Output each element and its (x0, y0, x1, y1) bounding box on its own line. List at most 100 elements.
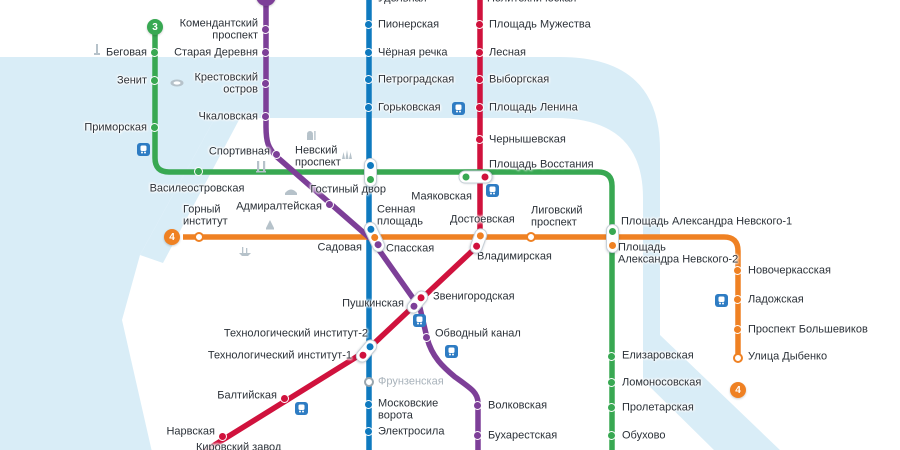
station-label[interactable]: Технологический институт-2 (223, 327, 368, 340)
stadium-icon (170, 77, 184, 95)
station-dot[interactable] (325, 200, 334, 209)
station-dot[interactable] (607, 403, 616, 412)
station-dot[interactable] (261, 112, 270, 121)
station-dot[interactable] (475, 75, 484, 84)
station-label[interactable]: Звенигородская (433, 290, 515, 303)
station-dot[interactable] (364, 400, 373, 409)
station-label[interactable]: Василеостровская (149, 182, 245, 195)
station-label[interactable]: Ломоносовская (622, 376, 702, 389)
station-label[interactable]: Обводный канал (435, 327, 521, 340)
station-dot[interactable] (364, 103, 373, 112)
station-label[interactable]: Спасская (386, 242, 435, 255)
station-label[interactable]: Пролетарская (622, 401, 694, 414)
station-dot[interactable] (261, 79, 270, 88)
station-dot[interactable] (364, 20, 373, 29)
station-label[interactable]: Владимирская (477, 250, 552, 263)
station-label[interactable]: Удельная (378, 0, 427, 5)
station-label[interactable]: Петроградская (378, 73, 455, 86)
station-dot[interactable] (218, 432, 227, 441)
station-dot[interactable] (150, 76, 159, 85)
station-dot[interactable] (607, 352, 616, 361)
station-label[interactable]: Балтийская (217, 389, 277, 402)
station-label[interactable]: Ладожская (748, 293, 804, 306)
station-dot[interactable] (364, 75, 373, 84)
station-label[interactable]: Чёрная речка (378, 46, 448, 59)
station-dot[interactable] (473, 431, 482, 440)
columns-icon (254, 160, 268, 178)
station-label[interactable]: Лесная (489, 46, 526, 59)
station-label[interactable]: Чкаловская (198, 110, 258, 123)
station-label[interactable]: Горьковская (378, 101, 441, 114)
station-label[interactable]: Новочеркасская (748, 264, 831, 277)
metro-line-3 (152, 34, 615, 450)
station-dot[interactable] (272, 150, 281, 159)
station-label[interactable]: Бухарестская (488, 429, 558, 442)
station-dot[interactable] (733, 353, 743, 363)
station-dot[interactable] (422, 333, 431, 342)
station-dot[interactable] (194, 167, 203, 176)
station-dot[interactable] (475, 135, 484, 144)
station-label[interactable]: Адмиралтейская (236, 200, 322, 213)
station-label[interactable]: Политехническая (487, 0, 576, 5)
station-label[interactable]: Площадь Ленина (489, 101, 578, 114)
station-label[interactable]: Чернышевская (489, 133, 566, 146)
station-label[interactable]: Выборгская (489, 73, 550, 86)
station-dot[interactable] (261, 48, 270, 57)
station-label[interactable]: Обухово (622, 429, 666, 442)
station-label[interactable]: Электросила (378, 425, 445, 438)
transfer-capsule[interactable] (363, 157, 377, 187)
station-label[interactable]: Кировский завод (196, 441, 282, 450)
station-label[interactable]: Улица Дыбенко (748, 350, 828, 363)
station-dot[interactable] (733, 266, 742, 275)
station-dot[interactable] (364, 377, 374, 387)
station-label[interactable]: Нарвская (166, 425, 215, 438)
station-label[interactable]: Садовая (317, 241, 362, 254)
cathedral-icon (340, 148, 354, 166)
station-label[interactable]: Старая Деревня (174, 46, 258, 59)
station-dot[interactable] (475, 20, 484, 29)
station-label[interactable]: Гостиный двор (310, 183, 386, 196)
station-dot[interactable] (280, 394, 289, 403)
station-dot[interactable] (364, 48, 373, 57)
station-dot[interactable] (194, 232, 204, 242)
station-label[interactable]: Беговая (105, 46, 147, 59)
station-label[interactable]: Достоевская (450, 213, 515, 226)
station-label[interactable]: Площадь Александра Невского-1 (621, 215, 793, 228)
station-dot[interactable] (475, 103, 484, 112)
station-label[interactable]: Проспект Большевиков (748, 323, 868, 336)
station-label[interactable]: Пионерская (378, 18, 440, 31)
station-label[interactable]: Елизаровская (622, 349, 694, 362)
station-dot[interactable] (607, 378, 616, 387)
station-label[interactable]: Фрунзенская (378, 375, 444, 388)
station-label[interactable]: Приморская (84, 121, 147, 134)
station-dot[interactable] (526, 232, 536, 242)
station-label[interactable]: Площадь Восстания (489, 158, 594, 171)
transfer-capsule[interactable] (458, 170, 492, 184)
station-dot[interactable] (733, 295, 742, 304)
station-dot[interactable] (150, 48, 159, 57)
station-dot[interactable] (473, 401, 482, 410)
station-dot[interactable] (150, 123, 159, 132)
station-label[interactable]: Волковская (488, 399, 548, 412)
station-dot[interactable] (607, 431, 616, 440)
station-label[interactable]: Технологический институт-1 (207, 349, 352, 362)
station-dot[interactable] (261, 25, 270, 34)
station-label[interactable]: Пушкинская (342, 297, 404, 310)
station-label[interactable]: Зенит (116, 74, 147, 87)
station-dot[interactable] (733, 325, 742, 334)
mosque-icon (303, 129, 317, 147)
transfer-capsule[interactable] (605, 223, 619, 253)
station-dot[interactable] (364, 427, 373, 436)
station-label[interactable]: Площадь Мужества (489, 18, 591, 31)
station-label[interactable]: Маяковская (411, 190, 472, 203)
station-label[interactable]: Спортивная (208, 145, 270, 158)
station-dot[interactable] (475, 48, 484, 57)
